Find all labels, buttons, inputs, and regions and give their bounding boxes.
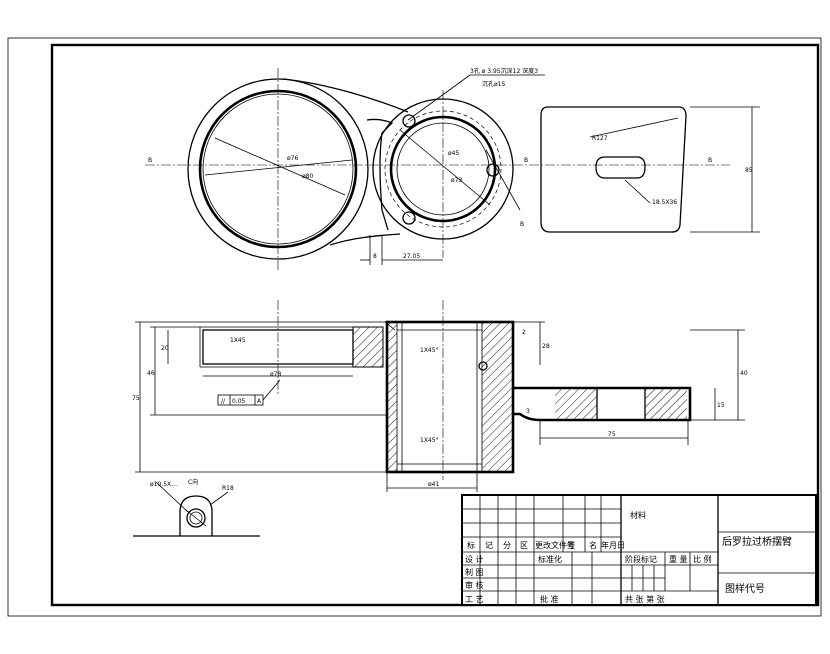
tb-h-4: 更改文件号 (535, 540, 575, 550)
tb-h-6: 名 (589, 540, 597, 550)
hole-callout-line2: 沉孔ø15 (482, 80, 505, 88)
section-mark-left: B (148, 157, 152, 164)
dim-20: 20 (161, 345, 169, 352)
tb-part-name: 后罗拉过桥摆臂 (722, 537, 792, 548)
pad-outline (540, 106, 687, 233)
dim-small-d2: ø73 (451, 177, 462, 184)
dim-75b: 75 (608, 431, 616, 438)
section-mark-right: B (708, 157, 712, 164)
big-boss-outer (187, 78, 369, 260)
tb-standardization: 标准化 (538, 554, 562, 564)
tol-value: 0.05 (232, 398, 246, 405)
section-mark-mid: B (524, 157, 528, 164)
small-bore-inner (396, 122, 490, 216)
dim-radius: R127 (592, 135, 608, 142)
tb-material: 材料 (630, 510, 646, 520)
tb-h-7: 年月日 (601, 540, 625, 550)
tb-h-2: 分 (503, 541, 511, 550)
dim-2: 2 (522, 329, 526, 336)
dim-chamfer-b: 1X45° (420, 347, 439, 354)
tb-process: 工 艺 (465, 595, 484, 604)
tb-drawing-code: 图样代号 (725, 582, 765, 595)
dim-height-85: 85 (745, 167, 753, 174)
dim-chamfer-c: 1X45° (420, 437, 439, 444)
tb-approve: 批 准 (540, 594, 559, 604)
dim-15: 15 (717, 402, 725, 409)
detail-label: C向 (188, 478, 198, 486)
dim-chamfer-a: 1X45 (230, 337, 246, 344)
dim-big-d1: ø76 (287, 155, 298, 162)
dim-75: 75 (132, 395, 140, 402)
tol-datum: A (257, 398, 262, 405)
tol-symbol: // (221, 398, 226, 405)
tb-sheets: 共 张 第 张 (625, 594, 665, 604)
dim-big-d2: ø80 (302, 173, 313, 180)
tb-review: 审 核 (465, 580, 484, 590)
bolt-hole-1 (402, 114, 416, 128)
tb-scale: 比 例 (693, 554, 712, 564)
dim-28: 28 (542, 343, 550, 350)
tb-draw: 制 图 (465, 567, 484, 577)
dim-distance: 27.05 (403, 253, 420, 260)
tb-h-5: 签 (567, 540, 575, 550)
drawing-border (50, 43, 820, 607)
top-view: B B B ø76 ø80 ø45 ø73 B 3孔 ø 3.95沉深12 深 (145, 67, 760, 270)
tb-design: 设 计 (465, 554, 484, 564)
hole-callout-line1: 3孔 ø 3.95沉深12 深度3 (470, 67, 538, 75)
dim-40: 40 (740, 370, 748, 377)
dim-diameter-b: ø41 (428, 481, 439, 488)
front-view: 1X45 ø78 // 0.05 A 1X45° 1X45° 75 (132, 300, 748, 492)
dim-3: 3 (526, 408, 530, 415)
bolt-hole-2 (402, 211, 416, 225)
dim-offset-8: 8 (373, 253, 377, 260)
title-block: 标 记 分 区 更改文件号 签 名 年月日 设 计 标准化 制 图 审 核 工 … (461, 494, 817, 606)
dim-46: 46 (147, 370, 155, 377)
detail-dim-a: ø10.5X… (150, 481, 177, 488)
slot (595, 156, 646, 179)
tb-h-0: 标 (467, 540, 475, 550)
detail-dim-b: R18 (222, 485, 234, 492)
dim-diameter-a: ø78 (270, 371, 281, 378)
section-mark-arrow: B (520, 221, 524, 228)
tb-h-3: 区 (520, 541, 528, 550)
outer-frame (7, 37, 822, 617)
tb-weight: 重 量 (669, 554, 688, 564)
tb-stage: 阶段标记 (625, 554, 657, 564)
bolt-hole-3 (486, 163, 500, 177)
dim-small-d1: ø45 (448, 150, 459, 157)
detail-c-view: C向 ø10.5X… R18 (133, 478, 260, 537)
dim-slot: 18.5X36 (652, 199, 677, 206)
tb-h-1: 记 (485, 541, 493, 550)
